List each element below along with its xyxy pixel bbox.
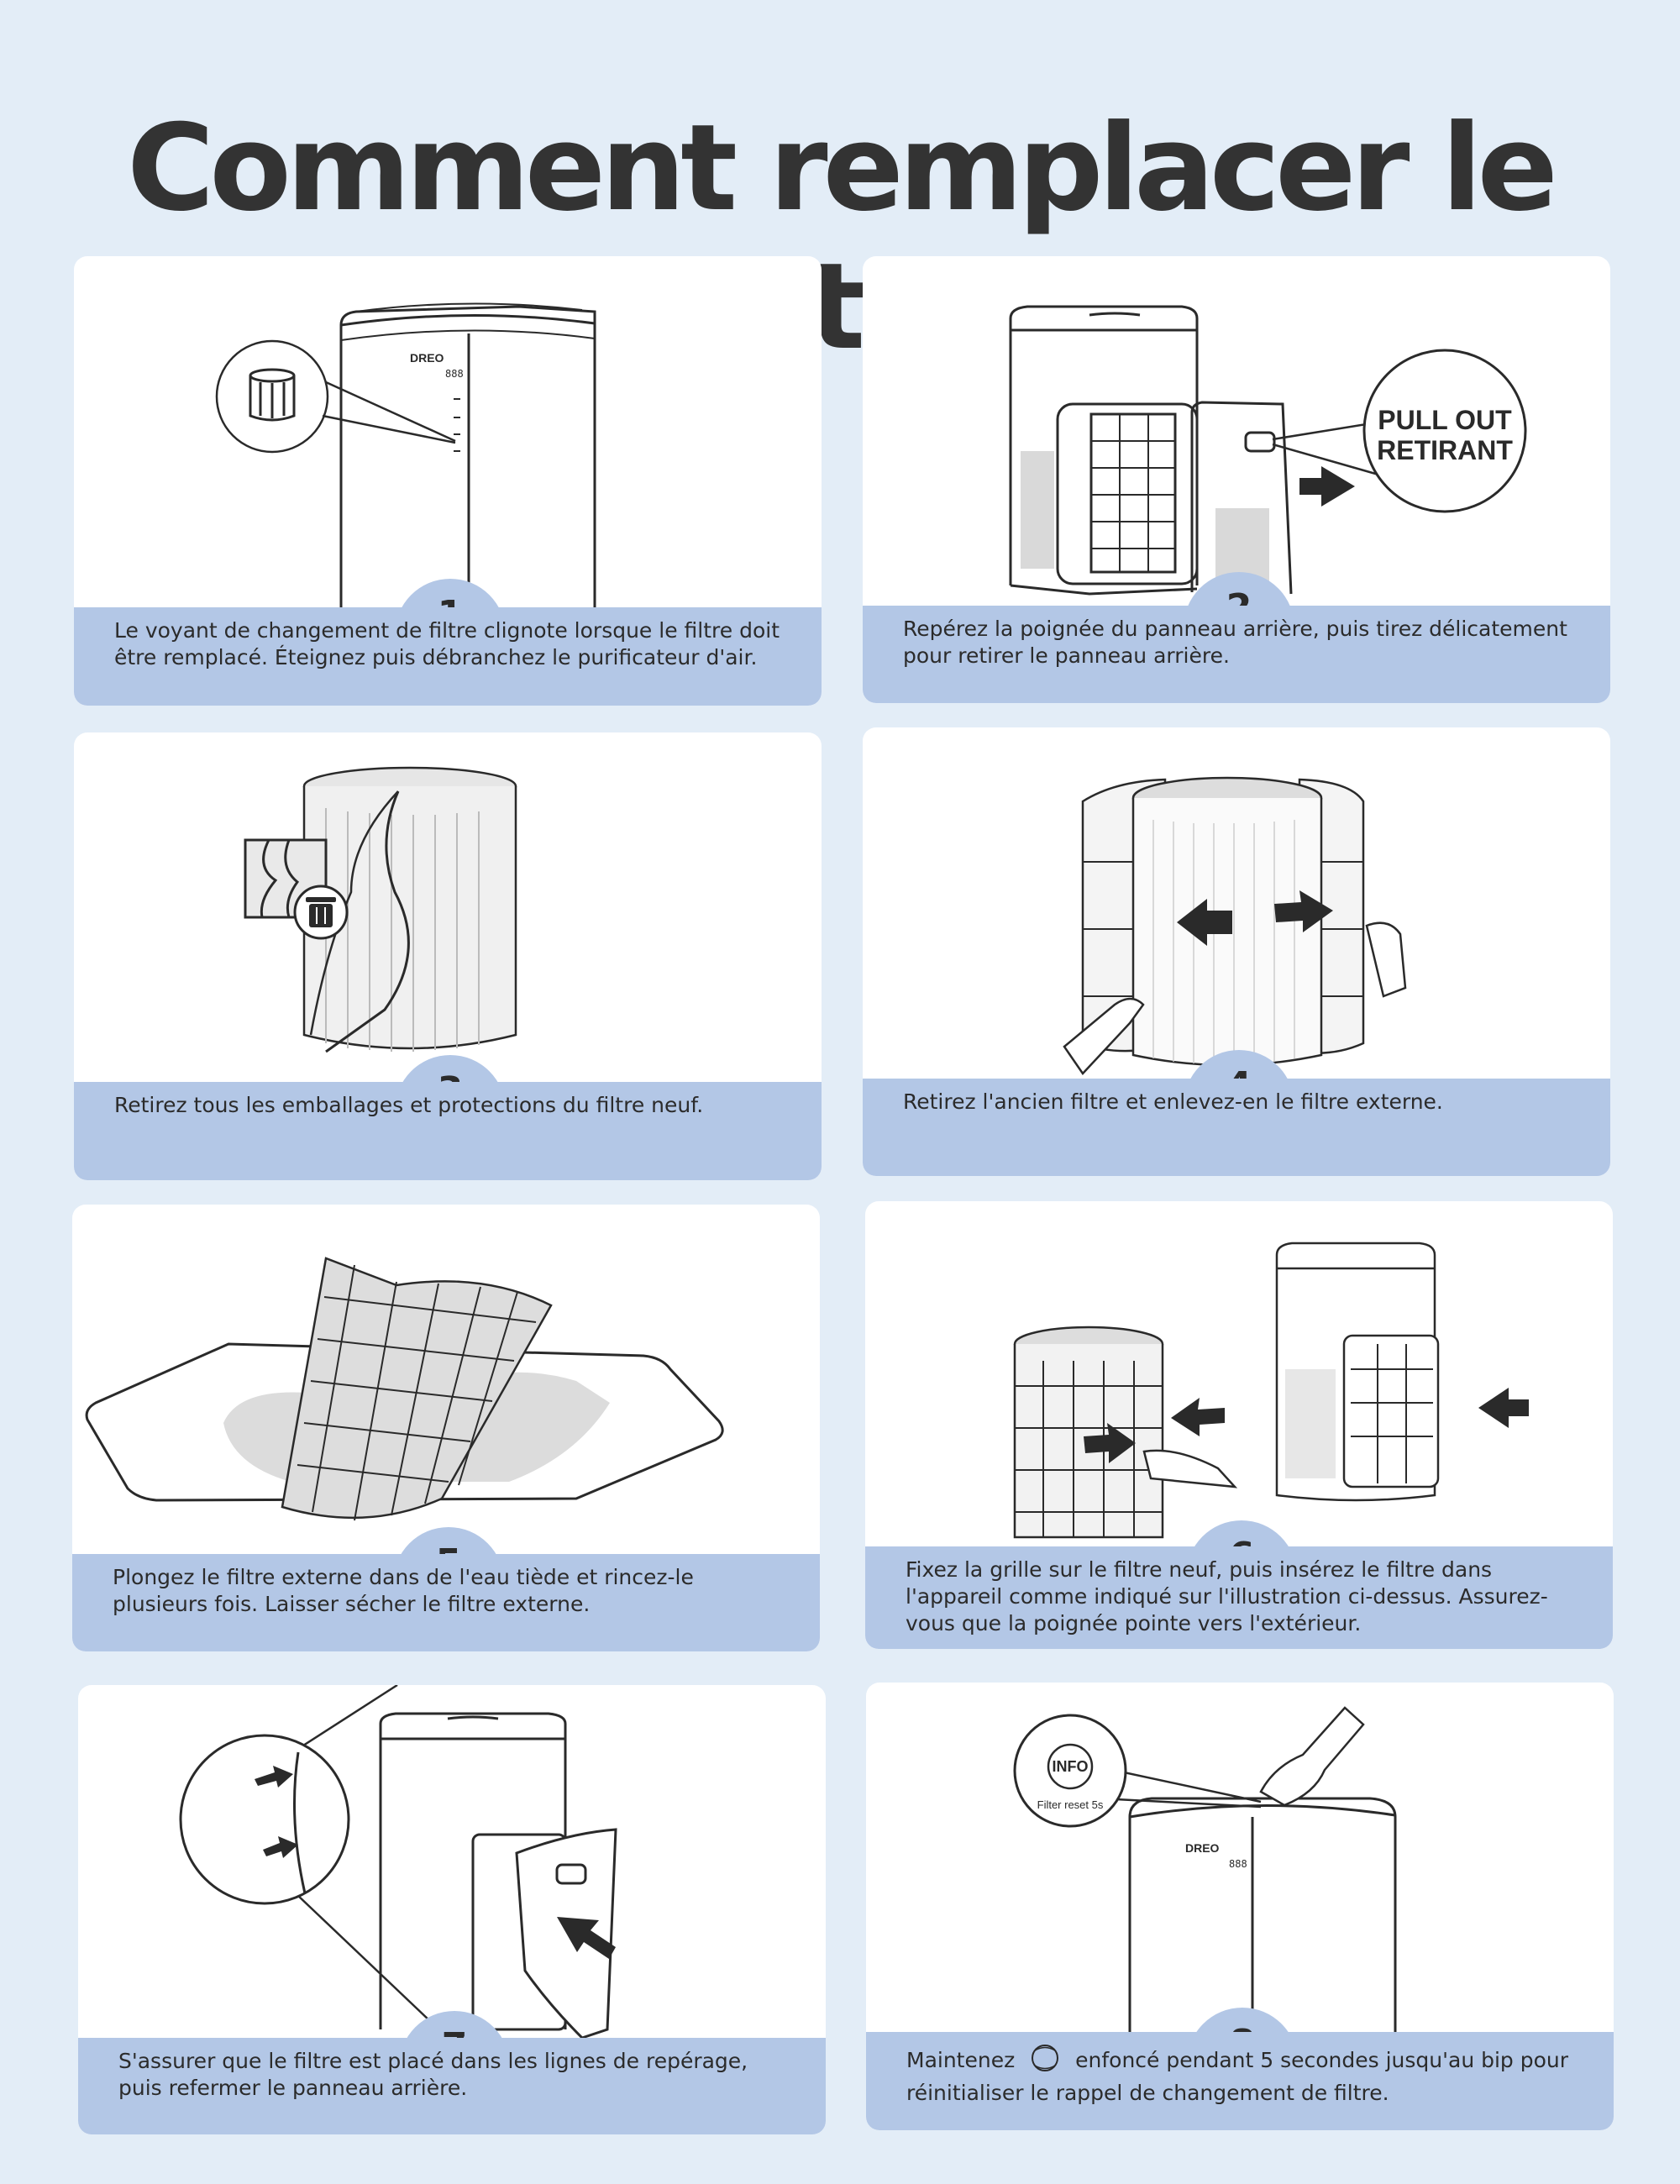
brand-logo: DREO	[1185, 1841, 1220, 1855]
arrow-icon	[255, 1766, 293, 1788]
arrow-icon	[1478, 1388, 1529, 1428]
alignment-callout	[179, 1685, 449, 2038]
step-caption-1: Le voyant de changement de filtre cligno…	[74, 607, 822, 706]
illustration-insert-new-filter	[865, 1201, 1613, 1554]
hand-icon	[1063, 997, 1145, 1075]
step-caption-7: S'assurer que le filtre est placé dans l…	[78, 2038, 826, 2134]
step-caption-8-after: enfoncé pendant 5 secondes jusqu'au bip …	[906, 2048, 1569, 2105]
step-card-4: 4 Retirez l'ancien filtre et enlevez-en …	[863, 727, 1610, 1176]
hand-icon	[1142, 1449, 1238, 1488]
illustration-rinse-filter	[72, 1205, 820, 1557]
arrow-icon	[1171, 1398, 1225, 1436]
filter-icon	[249, 368, 296, 422]
illustration-unwrap-filter	[74, 732, 822, 1085]
step-card-3: 3 Retirez tous les emballages et protect…	[74, 732, 822, 1180]
step-card-2: PULL OUT RETIRANT 2 Repérez la poignée d…	[863, 256, 1610, 703]
illustration-close-back-panel	[78, 1685, 826, 2038]
step-card-1: DREO 888 1 Le voyant de changeme	[74, 256, 822, 706]
brand-logo: DREO	[410, 351, 444, 365]
illustration-remove-old-filter	[863, 727, 1610, 1080]
hand-icon	[1259, 1706, 1365, 1807]
info-label: INFO	[1053, 1758, 1089, 1775]
step-card-5: 5 Plongez le filtre externe dans de l'ea…	[72, 1205, 820, 1651]
arrow-icon	[1177, 899, 1232, 946]
step-caption-2: Repérez la poignée du panneau arrière, p…	[863, 606, 1610, 703]
arrow-icon	[1299, 466, 1355, 507]
arrow-icon	[1084, 1423, 1136, 1463]
step-caption-8-before: Maintenez	[906, 2048, 1016, 2072]
step-caption-4: Retirez l'ancien filtre et enlevez-en le…	[863, 1079, 1610, 1176]
illustration-purifier-front: DREO 888	[74, 256, 822, 609]
retirant-label: RETIRANT	[1377, 435, 1513, 465]
step-caption-6: Fixez la grille sur le filtre neuf, puis…	[865, 1546, 1613, 1649]
illustration-remove-back-panel: PULL OUT RETIRANT	[863, 256, 1610, 609]
step-caption-8: Maintenez enfoncé pendant 5 secondes jus…	[866, 2032, 1614, 2130]
step-card-7: 7 S'assurer que le filtre est placé dans…	[78, 1685, 826, 2134]
info-button-callout: INFO Filter reset 5s	[1013, 1714, 1127, 1828]
pull-out-callout: PULL OUT RETIRANT	[1272, 349, 1527, 513]
arrow-icon	[263, 1836, 298, 1858]
trash-icon	[293, 885, 349, 940]
step-caption-5: Plongez le filtre externe dans de l'eau …	[72, 1554, 820, 1651]
info-button-icon	[1021, 2043, 1068, 2080]
display-readout: 888	[1229, 1858, 1247, 1870]
step-card-8: DREO 888 INFO Filter reset 5s 8 Maintene…	[866, 1683, 1614, 2130]
display-readout: 888	[445, 368, 464, 380]
pull-out-label: PULL OUT	[1378, 405, 1512, 435]
hand-icon	[1365, 921, 1407, 998]
arrow-icon	[557, 1917, 616, 1959]
filter-reset-label: Filter reset 5s	[1037, 1798, 1104, 1811]
step-caption-3: Retirez tous les emballages et protectio…	[74, 1082, 822, 1180]
step-card-6: 6 Fixez la grille sur le filtre neuf, pu…	[865, 1201, 1613, 1649]
arrow-icon	[1274, 890, 1333, 932]
illustration-reset-filter-reminder: DREO 888 INFO Filter reset 5s	[866, 1683, 1614, 2035]
